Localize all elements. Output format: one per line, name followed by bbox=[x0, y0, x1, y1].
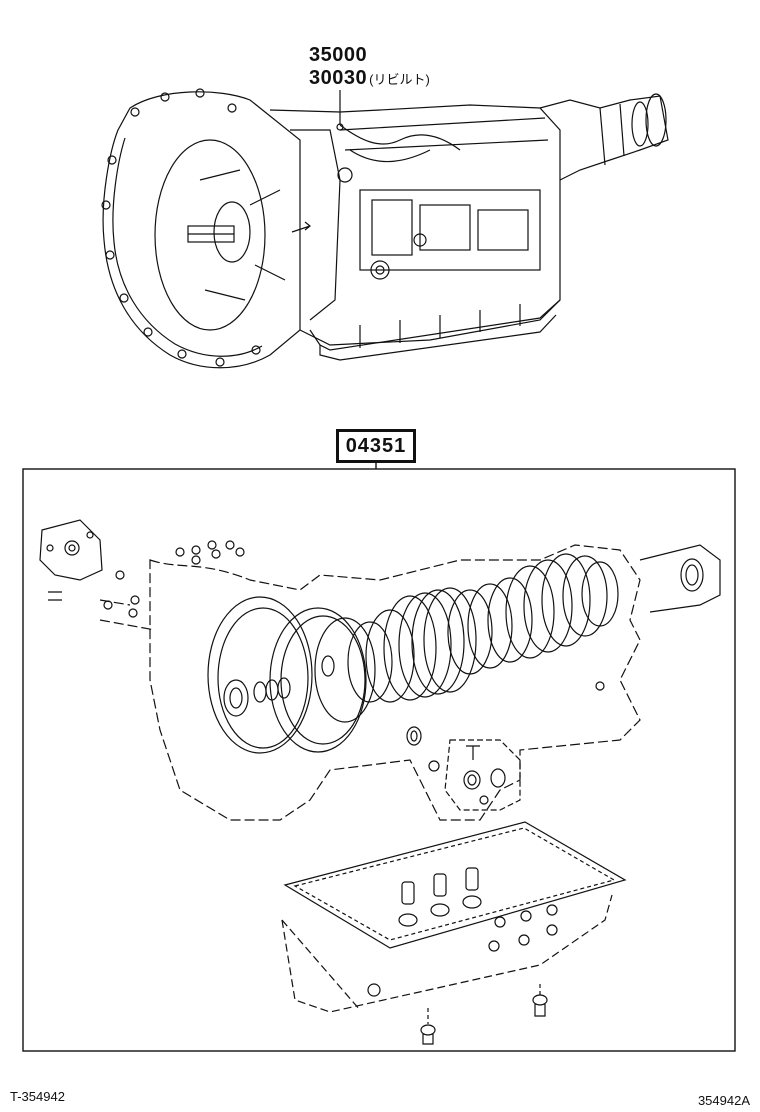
kit-frame bbox=[22, 468, 736, 1052]
transmission-assembly-drawing bbox=[101, 88, 669, 369]
rebuilt-part-number: 30030 bbox=[309, 67, 368, 89]
clutch-packs bbox=[347, 553, 619, 703]
rebuilt-part-label: 30030(リビルト) bbox=[309, 67, 430, 90]
rebuilt-note: (リビルト) bbox=[369, 72, 430, 87]
footer-left-code: T-354942 bbox=[10, 1089, 65, 1104]
assembly-part-number: 35000 bbox=[309, 44, 368, 66]
overhaul-kit-part-number: 04351 bbox=[336, 429, 416, 463]
small-seals bbox=[103, 540, 605, 805]
footer-right-code: 354942A bbox=[697, 1093, 750, 1108]
overhaul-kit-drawing bbox=[39, 519, 721, 1045]
filters bbox=[398, 867, 482, 927]
bell-housing-bolts bbox=[101, 88, 261, 367]
